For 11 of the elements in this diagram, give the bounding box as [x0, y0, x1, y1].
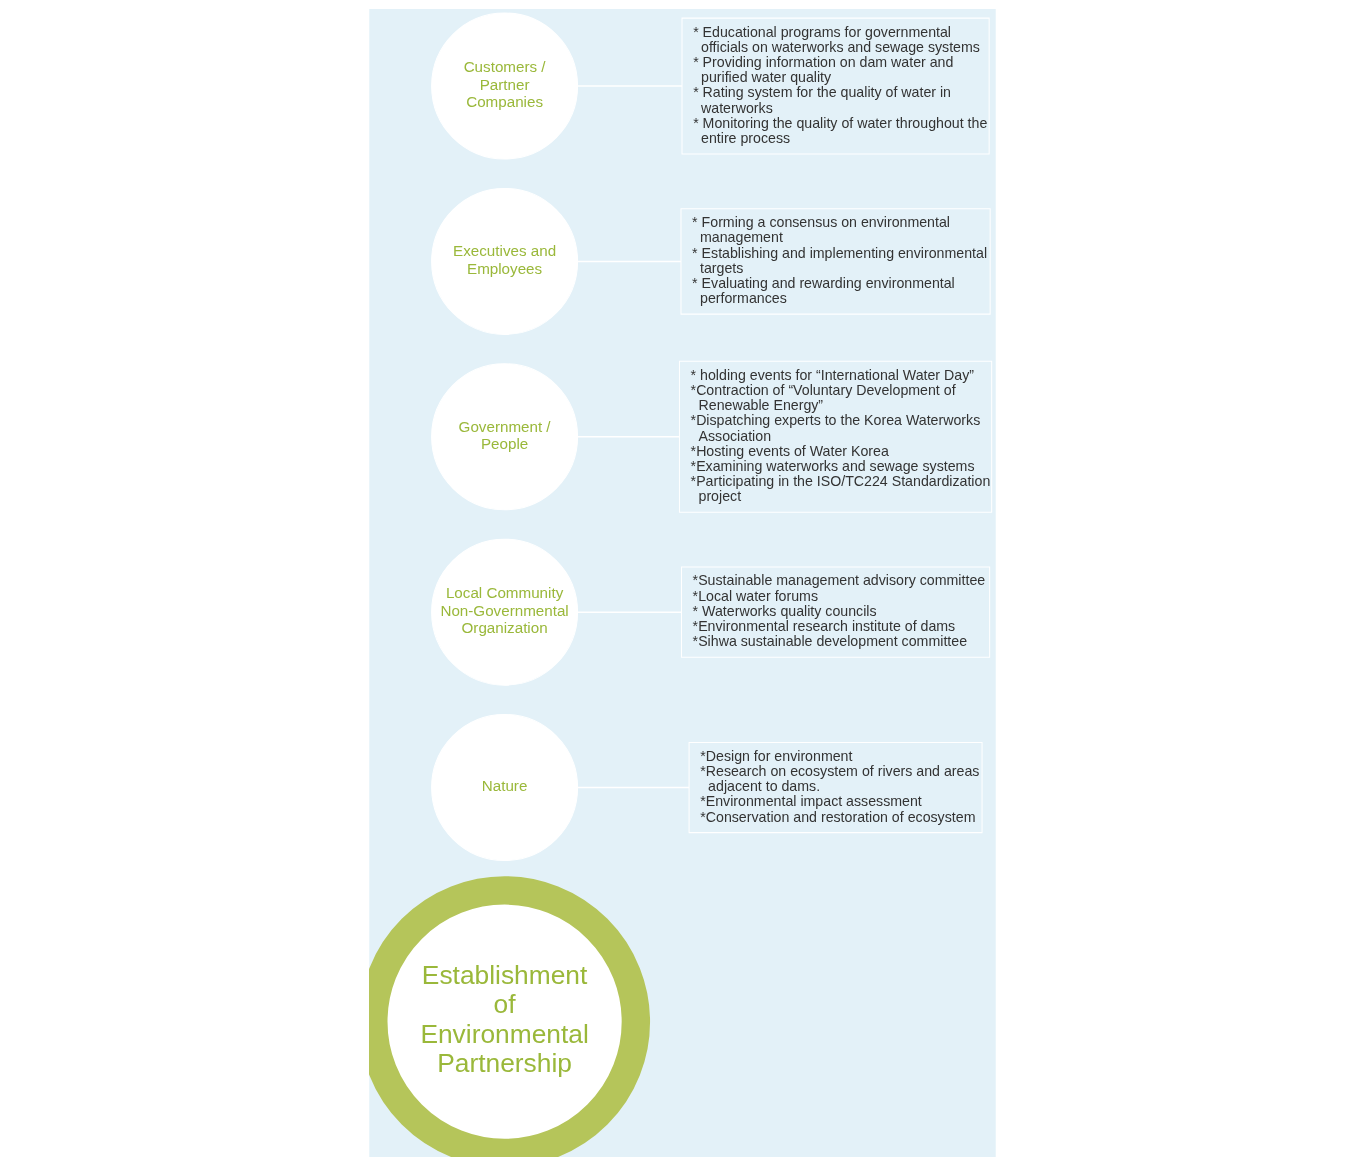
node-box: *Sustainable management advisory committee *Local water forums * Waterworks quality councils *Environmental research institute of dams *Sihwa sustainable development committee [681, 566, 991, 658]
node-circle: Government / People [431, 362, 579, 510]
node-circle: Establishment of Environmental Partnership [369, 875, 651, 1157]
node-circle: Executives and Employees [431, 187, 579, 335]
node-box: * Educational programs for governmental officials on waterworks and sewage systems * Providing information on dam water and purified water quality * Rating system for the quality of water in waterworks * Monitoring the quality of water throughout the entire process [681, 17, 990, 154]
node-box: * Forming a consensus on environmental management * Establishing and implementing environmental targets * Evaluating and rewarding environmental performances [680, 207, 991, 315]
node-circle: Customers / Partner Companies [431, 12, 579, 160]
node-circle: Local Community Non-Governmental Organization [431, 538, 579, 686]
node-circle: Nature [431, 713, 579, 861]
node-box: * holding events for “International Water Day” *Contraction of “Voluntary Development of Renewable Energy” *Dispatching experts to the Korea Waterworks Association *Hosting events of Water Korea *Examining waterworks and sewage systems *Participating in the ISO/TC224 Standardization project [678, 360, 993, 513]
node-box: *Design for environment *Research on ecosystem of rivers and areas adjacent to dams. *Environmental impact assessment *Conservation and restoration of ecosystem [688, 741, 983, 833]
